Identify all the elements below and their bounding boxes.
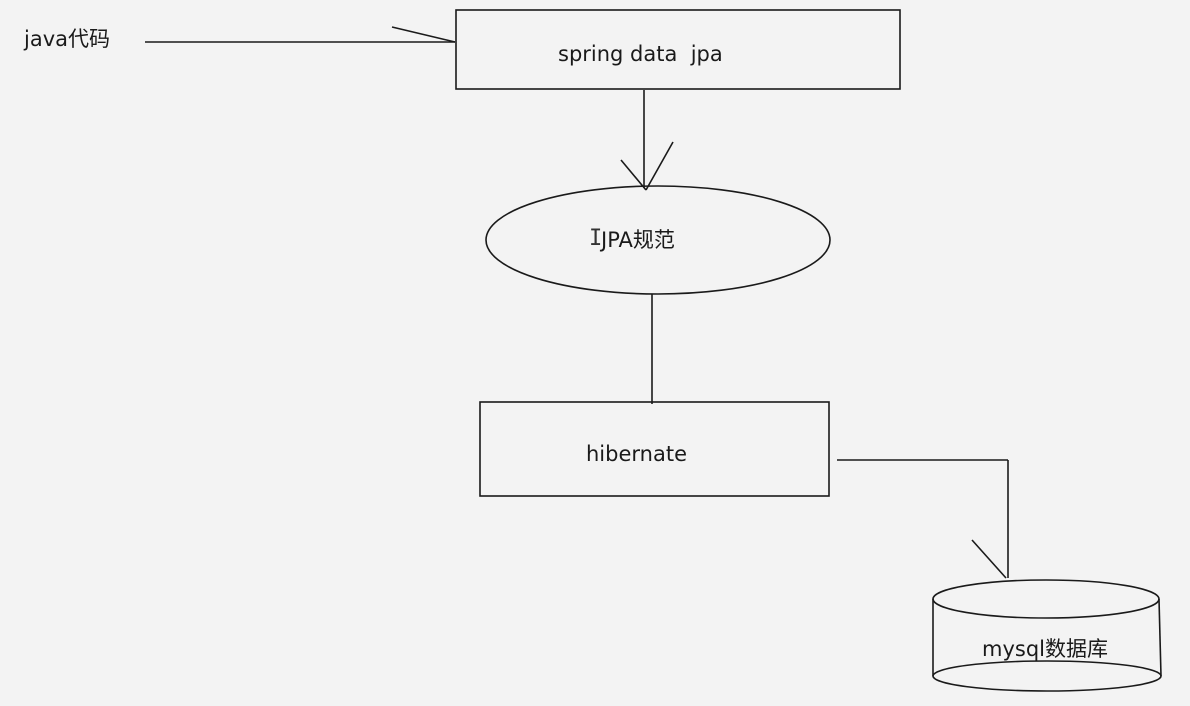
arrowhead-to-mysql xyxy=(971,539,1007,579)
hibernate-box xyxy=(479,401,830,497)
mysql-cylinder-top xyxy=(932,579,1160,619)
jpa-spec-ellipse xyxy=(485,185,831,295)
mysql-db-label: mysql数据库 xyxy=(982,637,1108,661)
spring-data-jpa-box xyxy=(455,9,901,90)
text-cursor-icon: I xyxy=(589,226,603,251)
arrowhead-java-to-spring xyxy=(391,26,456,43)
hibernate-label: hibernate xyxy=(586,442,687,466)
arrowhead-left-spring-to-jpa xyxy=(620,159,647,191)
mysql-cylinder-bottom xyxy=(932,660,1162,692)
spring-data-jpa-label: spring data jpa xyxy=(558,42,723,66)
java-code-label: java代码 xyxy=(24,27,110,51)
jpa-spec-label: JPA规范 xyxy=(601,228,675,252)
mysql-cylinder-right xyxy=(1158,598,1162,677)
arrowhead-right-spring-to-jpa xyxy=(645,141,674,191)
